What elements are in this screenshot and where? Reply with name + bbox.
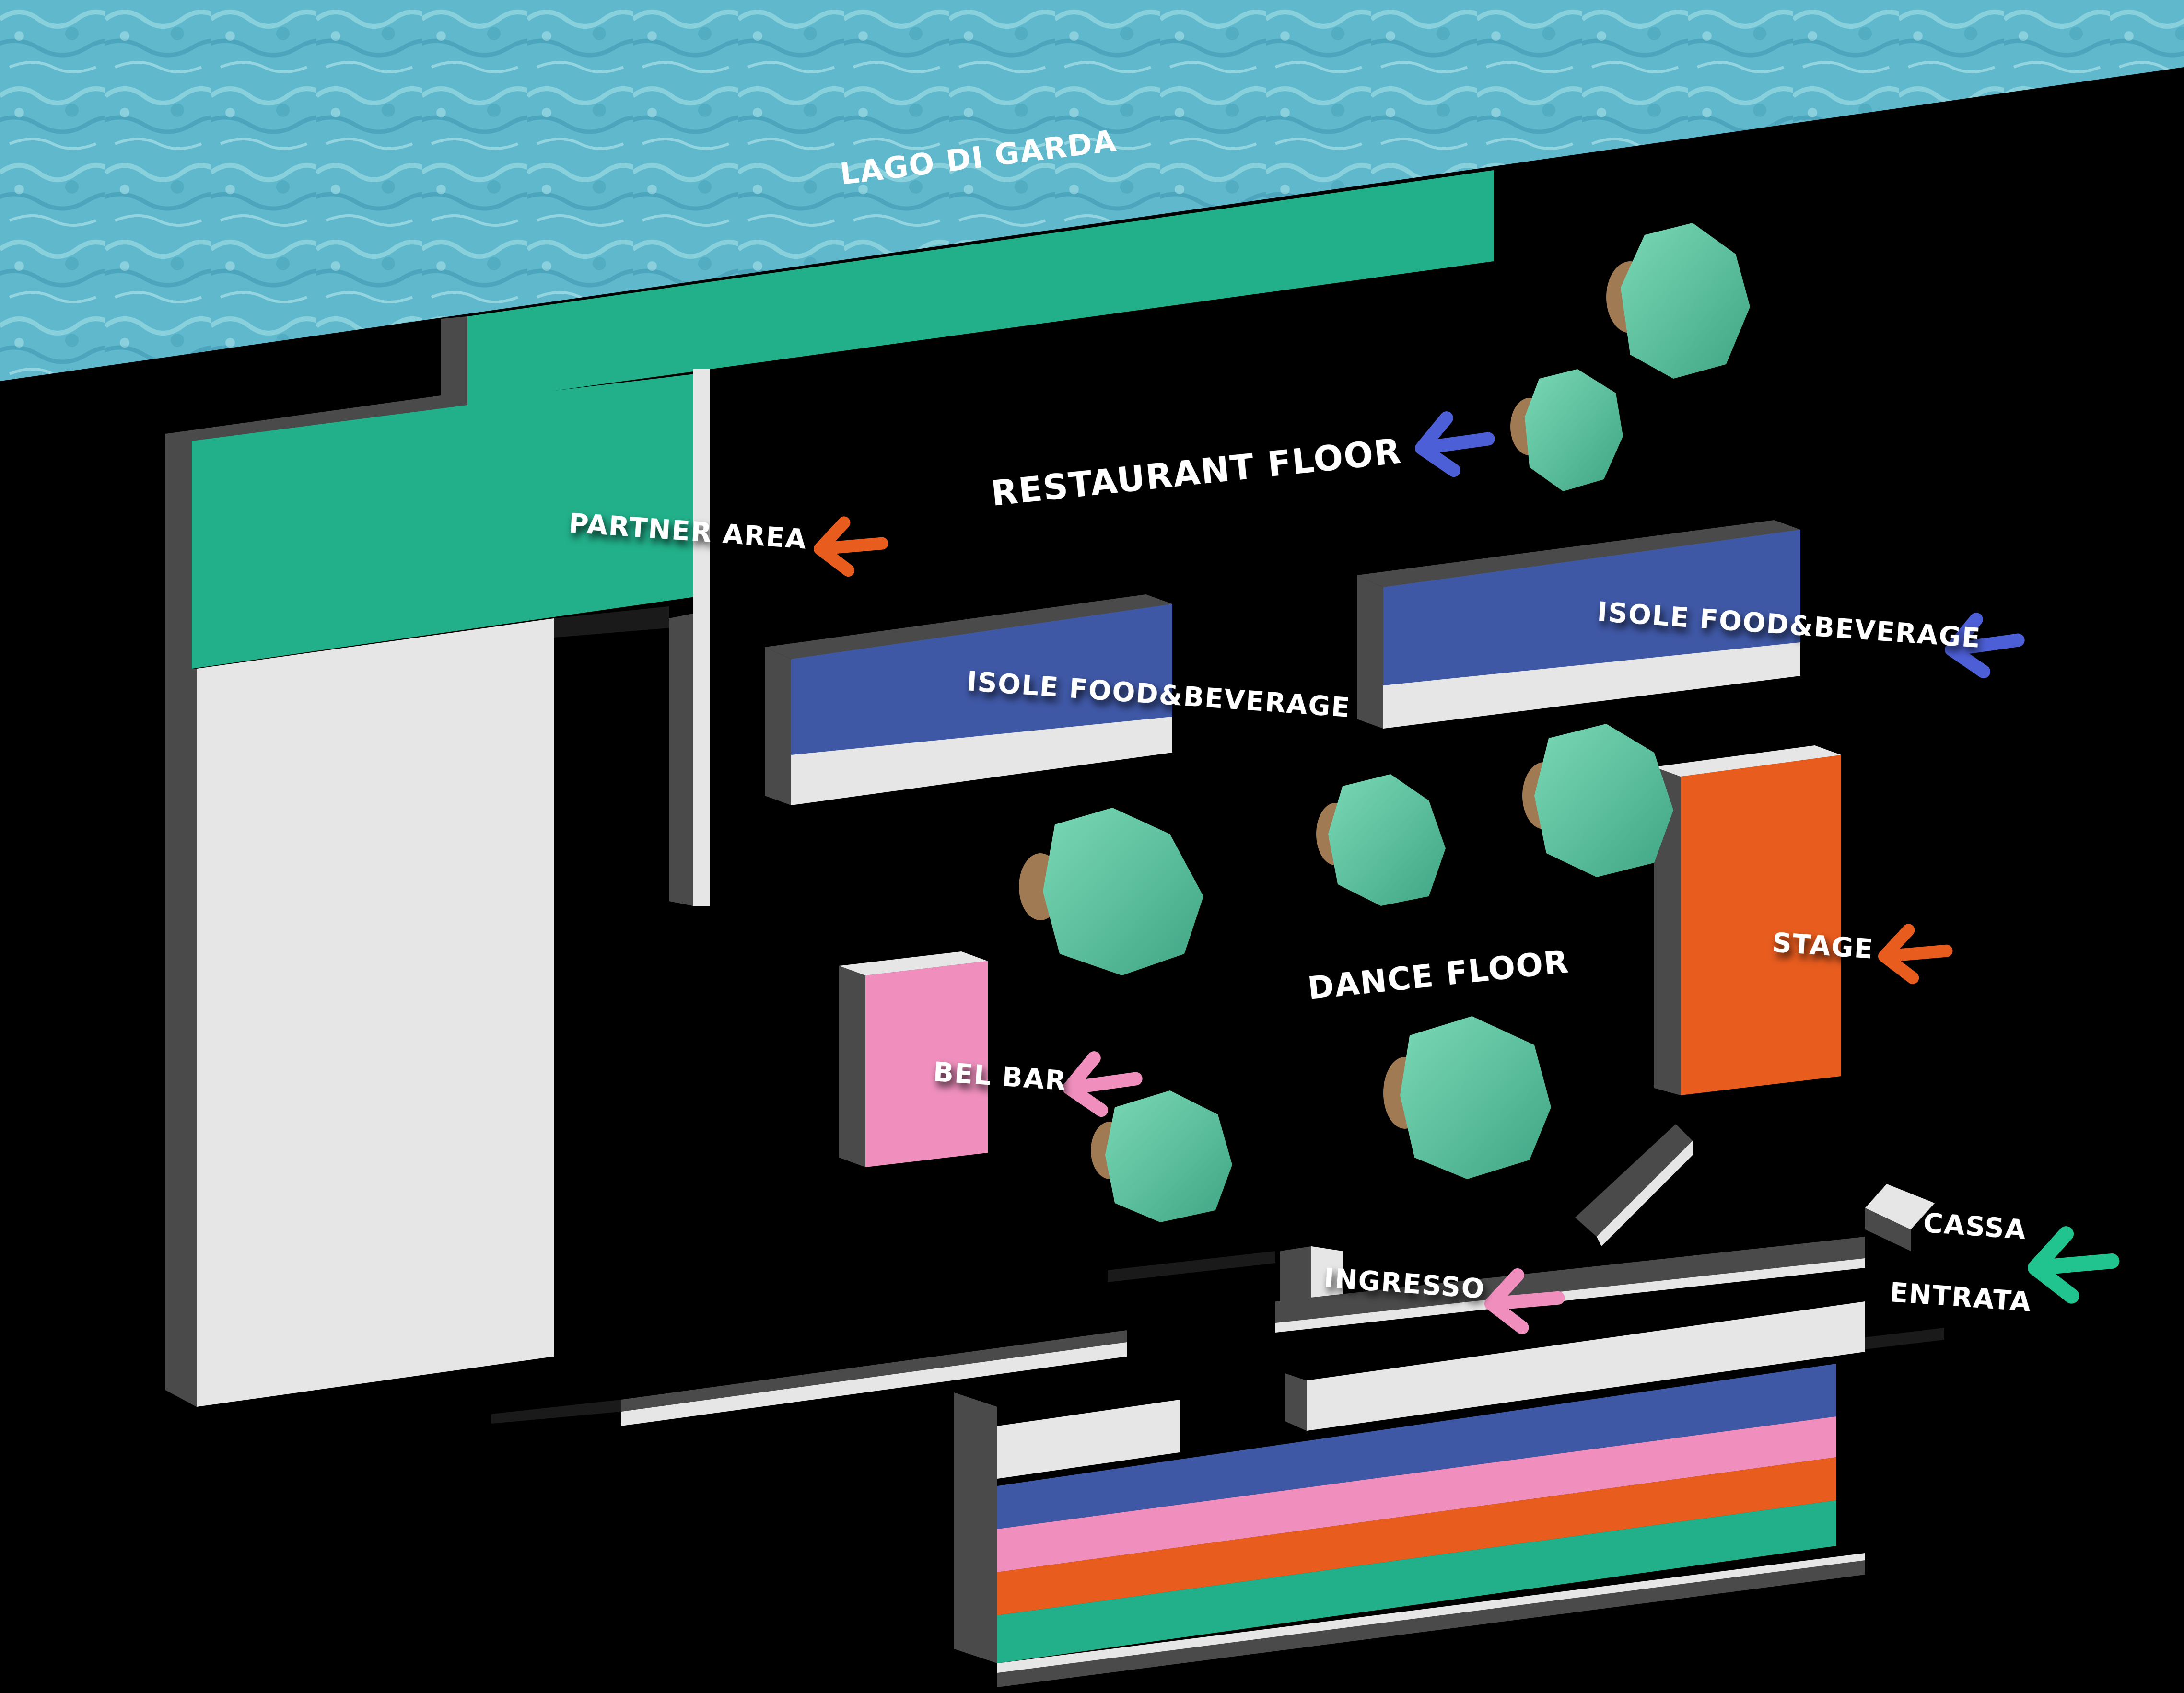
left-arrow-icon — [1945, 613, 2025, 679]
bottom-block-frame — [954, 1392, 997, 1663]
stage-block — [1681, 755, 1841, 1095]
tree-icon — [1606, 223, 1750, 379]
dance-floor-label: DANCE FLOOR — [1306, 943, 1571, 1007]
fb-right-side — [1357, 575, 1383, 729]
bel-bar-side — [839, 966, 865, 1167]
tree-icon — [1316, 774, 1446, 906]
left-arrow-icon — [1878, 924, 1953, 985]
entrata-label: ENTRATA — [1889, 1277, 2032, 1318]
stage-label: STAGE — [1771, 927, 1875, 965]
tree-icon — [1019, 808, 1203, 975]
left-arrow-icon — [814, 516, 888, 577]
exit-rail-dark-right — [1865, 1328, 1944, 1349]
lake-area — [0, 0, 2184, 381]
rail-dark-middle — [1108, 1251, 1275, 1282]
fb-left-back — [765, 594, 1172, 659]
tree-icon — [1510, 369, 1623, 491]
left-arrow-icon — [2028, 1226, 2120, 1304]
bel-bar-back — [839, 951, 988, 975]
ingresso-box — [1280, 1246, 1311, 1304]
tree-icon — [1383, 1016, 1551, 1179]
stripe-blue — [997, 1364, 1836, 1529]
restaurant-floor-label: RESTAURANT FLOOR — [989, 430, 1403, 513]
rail-left-long-dark — [491, 1400, 621, 1424]
diagonal-barrier-top — [1597, 1141, 1693, 1246]
rail-left-top — [621, 1330, 1127, 1412]
fb-left-side — [765, 647, 791, 805]
stage-back — [1654, 745, 1841, 777]
partner-area-block — [192, 374, 695, 669]
partition-top-bar — [554, 606, 669, 638]
fb-right-back — [1357, 520, 1800, 587]
left-arrow-icon — [1484, 1268, 1565, 1334]
partner-frame — [165, 316, 467, 441]
stripe-pink — [997, 1416, 1836, 1572]
left-block-edge-top — [165, 434, 192, 669]
left-arrow-icon — [1063, 1051, 1143, 1117]
rail-left-long — [621, 1342, 1127, 1426]
left-arrow-icon — [1415, 411, 1495, 477]
stripe-orange — [997, 1457, 1836, 1615]
left-block-side — [165, 669, 197, 1407]
bel-bar-block — [865, 961, 988, 1167]
cassa-label: CASSA — [1922, 1207, 2028, 1246]
entrance-rail-upper-top — [1275, 1258, 1865, 1333]
fb-right-top — [1383, 530, 1800, 685]
cassa-box — [1865, 1184, 1935, 1229]
fb-left-top — [791, 604, 1172, 755]
stage-side — [1654, 767, 1681, 1095]
partition-wall — [693, 369, 710, 906]
entrance-rail-lower-side — [1285, 1373, 1307, 1431]
green-terrace-strip — [467, 170, 1494, 403]
left-white-block — [197, 618, 554, 1407]
stripe-green — [997, 1500, 1836, 1663]
cassa-box-side — [1865, 1208, 1911, 1251]
tree-icon — [1522, 724, 1673, 877]
tree-icon — [1091, 1090, 1232, 1222]
diagonal-barrier — [1575, 1124, 1693, 1237]
partition-wall-side — [669, 614, 693, 906]
ingresso-box-front — [1311, 1246, 1343, 1301]
bottom-block-white-top — [997, 1400, 1180, 1479]
entrance-rail-lower — [1307, 1301, 1865, 1431]
entrance-rail-upper — [1275, 1237, 1865, 1323]
bottom-rail-light — [997, 1553, 1865, 1673]
